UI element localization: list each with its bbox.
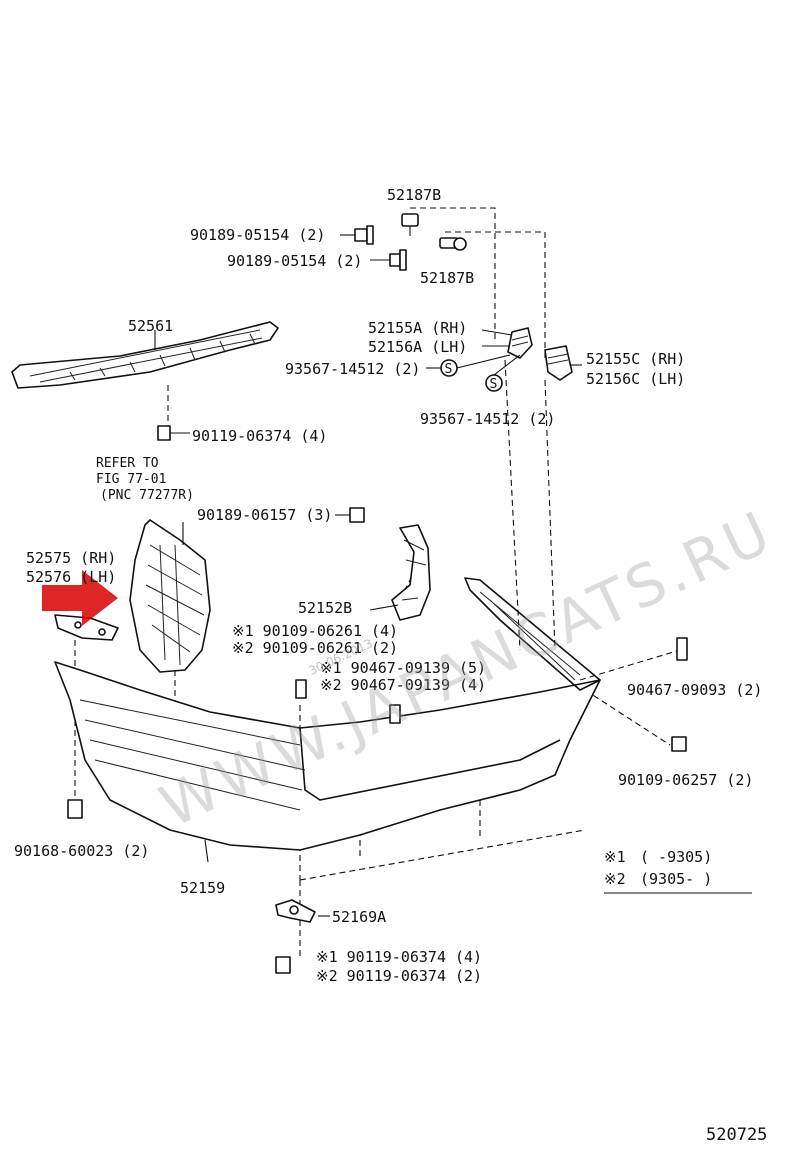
label-52156a: 52156A (LH) — [368, 338, 467, 356]
label-90109-06257: 90109-06257 (2) — [618, 771, 753, 789]
s-symbol-left: S — [440, 359, 458, 377]
label-90119-06374-top: 90119-06374 (4) — [192, 427, 327, 445]
label-90189-05154-b: 90189-05154 (2) — [227, 252, 362, 270]
reinforcement-52561 — [11, 321, 279, 389]
clip-52187b-bottom — [439, 237, 467, 251]
clip-52187b-top — [401, 213, 419, 236]
legend-mark-2: ※2 — [604, 870, 626, 888]
bolt-90189-05154-a — [340, 225, 374, 245]
svg-text:S: S — [490, 377, 498, 392]
part-labels: 52187B 90189-05154 (2) 90189-05154 (2) 5… — [14, 186, 762, 985]
label-52159: 52159 — [180, 879, 225, 897]
label-52187b-top: 52187B — [387, 186, 441, 204]
leader-lines — [154, 329, 582, 917]
label-90189-06157: 90189-06157 (3) — [197, 506, 332, 524]
label-52561: 52561 — [128, 317, 173, 335]
label-refer-3: (PNC 77277R) — [100, 488, 194, 503]
legend-text-2: (9305- ) — [640, 870, 712, 888]
label-90467-09139-2: ※2 90467-09139 (4) — [320, 676, 486, 694]
label-93567-14512-left: 93567-14512 (2) — [285, 360, 420, 378]
label-90109-06261-1: ※1 90109-06261 (4) — [232, 622, 398, 640]
bolt-90119-06374-top — [157, 425, 190, 441]
figure-code: 520725 — [706, 1125, 767, 1145]
label-90467-09139-1: ※1 90467-09139 (5) — [320, 659, 486, 677]
legend-text-1: ( -9305) — [640, 848, 712, 866]
label-52187b-bottom: 52187B — [420, 269, 474, 287]
label-52575: 52575 (RH) — [26, 549, 116, 567]
label-90189-05154-a: 90189-05154 (2) — [190, 226, 325, 244]
bolt-90189-05154-b — [370, 249, 407, 271]
label-refer-2: FIG 77-01 — [96, 472, 166, 487]
label-52156c: 52156C (LH) — [586, 370, 685, 388]
mudguard-77277r — [129, 519, 211, 673]
bolt-90119-06374-bottom — [275, 956, 291, 974]
bumper-cover-52159 — [54, 577, 601, 851]
svg-text:S: S — [445, 362, 453, 377]
bracket-52155c — [544, 345, 573, 381]
label-52152b: 52152B — [298, 599, 352, 617]
bracket-52155a — [507, 327, 533, 359]
label-90109-06261-2: ※2 90109-06261 (2) — [232, 639, 398, 657]
date-legend: ※1 ( -9305) ※2 (9305- ) — [604, 848, 752, 894]
label-90119-06374-b1: ※1 90119-06374 (4) — [316, 948, 482, 966]
clip-90467-09139 — [295, 679, 401, 724]
label-refer-1: REFER TO — [96, 456, 159, 471]
side-bracket-52152b — [391, 524, 431, 621]
clip-90467-09093 — [676, 637, 688, 661]
label-93567-14512-right: 93567-14512 (2) — [420, 410, 555, 428]
bolt-90168-60023 — [67, 799, 83, 819]
label-52576: 52576 (LH) — [26, 568, 116, 586]
label-52169a: 52169A — [332, 908, 386, 926]
highlight-arrow — [42, 570, 118, 626]
label-90119-06374-b2: ※2 90119-06374 (2) — [316, 967, 482, 985]
bolt-90189-06157 — [335, 507, 365, 523]
legend-mark-1: ※1 — [604, 848, 626, 866]
screw-90109-06257 — [671, 736, 687, 752]
label-52155c: 52155C (RH) — [586, 350, 685, 368]
label-90467-09093: 90467-09093 (2) — [627, 681, 762, 699]
label-52155a: 52155A (RH) — [368, 319, 467, 337]
bracket-52169a — [275, 899, 316, 923]
label-90168-60023: 90168-60023 (2) — [14, 842, 149, 860]
s-symbol-right: S — [485, 374, 503, 392]
